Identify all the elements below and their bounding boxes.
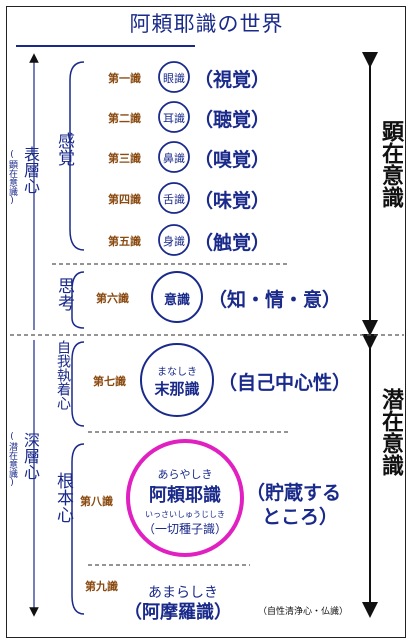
manifest-consciousness-label: 顕在意識 xyxy=(378,120,403,208)
seventh-label: 第七識 xyxy=(93,375,126,388)
eighth-desc-line1: （貯蔵する xyxy=(246,482,342,504)
sense-desc-5: （触覚） xyxy=(194,232,271,254)
circle-tongue xyxy=(158,182,190,214)
bracket-root xyxy=(71,443,85,615)
circle-sixth xyxy=(151,271,203,323)
bracket-sense xyxy=(69,61,85,251)
sense-desc-1: （視覚） xyxy=(194,69,271,91)
ninth-name: （阿摩羅識） xyxy=(124,602,232,623)
sixth-circle-text: 意識 xyxy=(163,293,190,308)
circle-eighth xyxy=(126,439,244,557)
page-title: 阿頼耶識の世界 xyxy=(129,12,284,36)
sense-label-3: 第三識 xyxy=(108,152,141,165)
eighth-sub: （一切種子識） xyxy=(142,522,227,536)
eighth-sub-reading: いっさいしゅうじしき xyxy=(145,510,225,519)
latent-consciousness-label: 潜在意識 xyxy=(378,388,403,476)
deep-mind-note: (潜在意識) xyxy=(7,432,17,488)
circle-body xyxy=(158,224,190,256)
seventh-reading: まなしき xyxy=(157,367,197,378)
diagram-frame xyxy=(6,6,406,638)
eighth-name: 阿頼耶識 xyxy=(149,485,221,506)
sixth-label: 第六識 xyxy=(96,292,129,305)
surface-mind-label: 表層心 xyxy=(21,146,40,194)
sense-desc-4: （味覚） xyxy=(194,190,271,212)
seventh-desc: （自己中心性） xyxy=(218,372,352,394)
surface-mind-note: (顕在意識) xyxy=(7,150,17,206)
sense-circle-text-4: 舌識 xyxy=(163,193,185,206)
sense-desc-3: （嗅覚） xyxy=(194,149,271,171)
circle-ear xyxy=(158,101,190,133)
sense-label-4: 第四識 xyxy=(108,193,141,206)
sense-label-5: 第五識 xyxy=(108,235,141,248)
sense-circle-text-1: 眼識 xyxy=(163,72,185,85)
ninth-label: 第九識 xyxy=(85,580,118,593)
sense-circle-text-5: 身識 xyxy=(163,235,185,248)
circle-seventh xyxy=(140,343,214,417)
bracket-thought xyxy=(71,271,85,329)
ninth-reading: あまらしき xyxy=(148,585,218,601)
sense-circle-text-3: 鼻識 xyxy=(163,152,185,165)
sense-circle-text-2: 耳識 xyxy=(163,112,185,125)
group-root: 根本心 xyxy=(53,472,73,523)
group-self-attachment: 自我執着心 xyxy=(55,340,71,410)
sense-desc-2: （聴覚） xyxy=(194,109,271,131)
seventh-circle-text: 末那識 xyxy=(154,380,200,398)
group-thought: 思考 xyxy=(54,277,74,311)
eighth-label: 第八識 xyxy=(80,495,113,508)
circle-eye xyxy=(158,61,190,93)
sense-label-1: 第一識 xyxy=(108,72,141,85)
sense-label-2: 第二識 xyxy=(108,112,141,125)
deep-mind-label: 深層心 xyxy=(21,432,40,480)
circle-nose xyxy=(158,141,190,173)
sixth-desc: （知・情・意） xyxy=(208,289,342,311)
eighth-reading: あらやしき xyxy=(157,468,213,481)
group-sense: 感覚 xyxy=(54,132,74,166)
ninth-note: （自性清浄心・仏識） xyxy=(258,607,349,617)
eighth-desc-line2: ところ） xyxy=(262,506,339,528)
bracket-self xyxy=(71,341,85,427)
